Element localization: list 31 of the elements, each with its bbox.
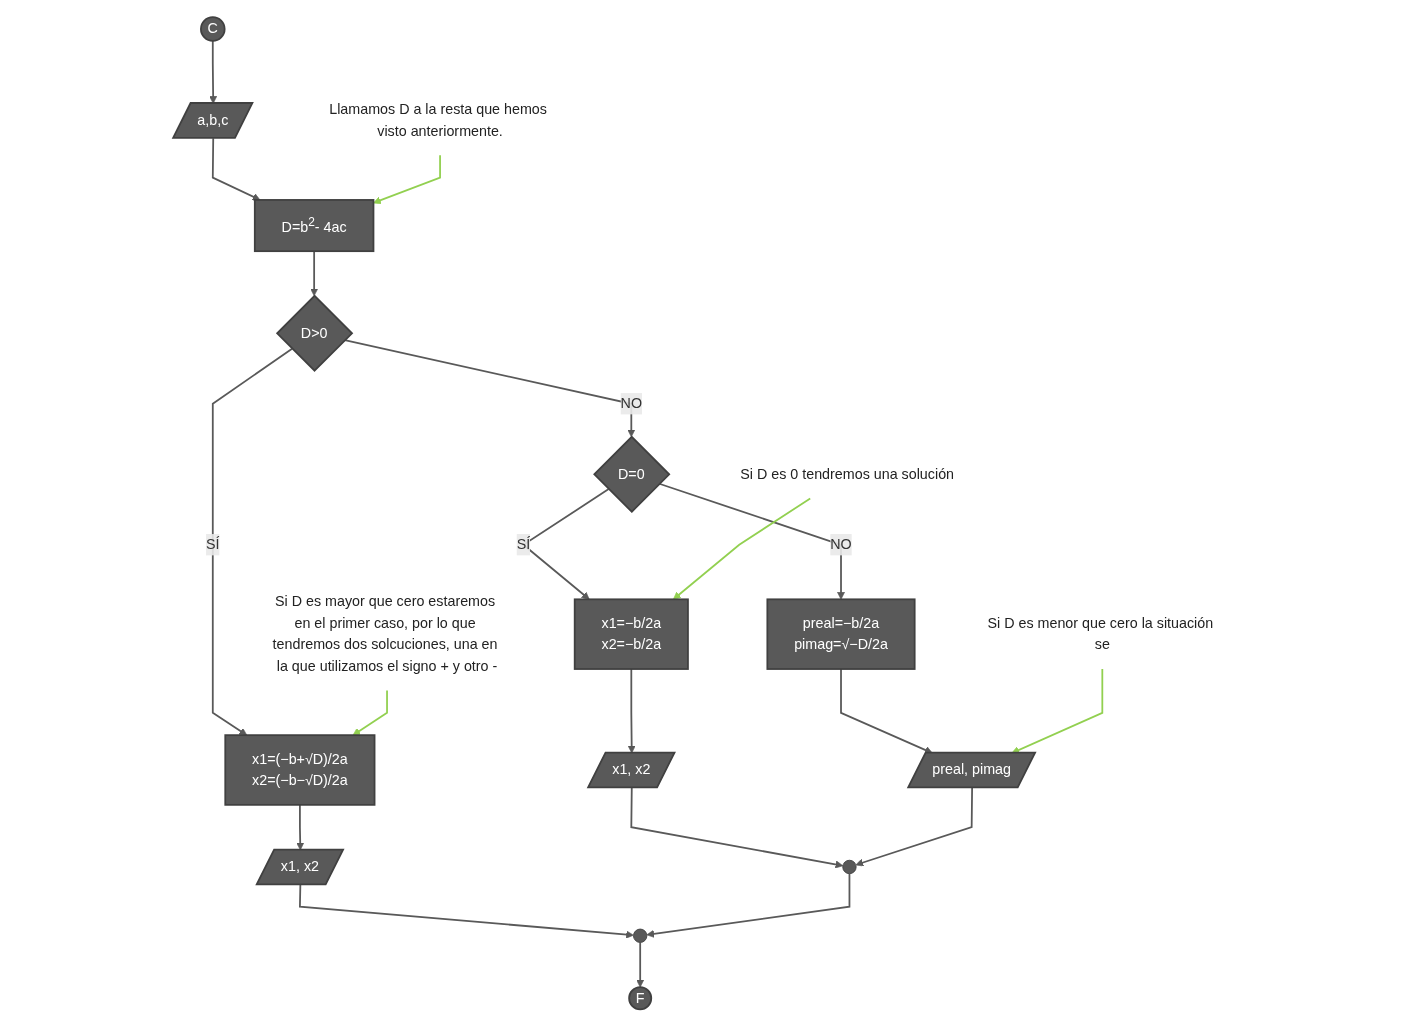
arrow	[658, 483, 846, 600]
node-circle	[633, 928, 648, 944]
edge-label: SÍ	[516, 537, 531, 553]
node-text: Llamamos D a la resta que hemos visto anteriormente.	[329, 101, 548, 139]
arrow	[673, 497, 812, 600]
arrow	[310, 250, 319, 297]
node-circle: C	[200, 16, 226, 43]
arrow	[352, 689, 389, 736]
node-text: Si D es 0 tendremos una solución	[740, 466, 955, 482]
arrow	[855, 787, 974, 867]
node-box: preal=−b/2a pimag=√−D/2a	[766, 598, 916, 671]
node-box: x1=−b/2a x2=−b/2a	[574, 598, 690, 671]
node-box: D=b$^{2}$- 4ac	[254, 199, 375, 253]
arrow	[299, 884, 635, 939]
edge-label: NO	[620, 396, 643, 412]
node-text: Si D es mayor que cero estaremos en el primer caso, por lo que tendremos dos solcuciones, una en la que utilizamos el signo + y otro -	[272, 594, 498, 674]
node-box: x1=(−b+√D)/2a x2=(−b−√D)/2a	[224, 734, 376, 807]
node-text: Si D es menor que cero la situación se	[987, 615, 1214, 653]
arrow	[840, 668, 933, 755]
arrow	[636, 941, 645, 988]
node-diamond: D>0	[276, 294, 354, 373]
node-circle: F	[628, 986, 653, 1011]
arrow	[212, 348, 294, 736]
node-diamond: D=0	[593, 435, 671, 514]
arrow	[373, 154, 442, 205]
edge-label: SÍ	[206, 537, 220, 553]
arrow	[646, 873, 851, 939]
arrow	[344, 339, 636, 438]
node-circle	[842, 860, 857, 875]
arrow	[630, 787, 844, 869]
edge-label: NO	[830, 537, 852, 553]
